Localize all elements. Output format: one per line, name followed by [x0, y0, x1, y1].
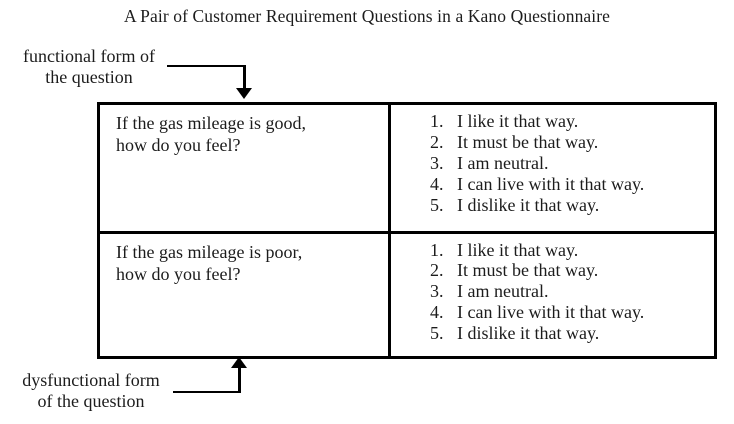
option-number: 1. [430, 111, 444, 131]
list-item: 1. I like it that way. [430, 240, 712, 261]
functional-options-cell: 1. I like it that way. 2. It must be that … [388, 105, 714, 231]
option-text: I am neutral. [457, 281, 549, 302]
option-number: 3. [430, 281, 444, 302]
option-text: I can live with it that way. [457, 173, 645, 194]
option-text: I like it that way. [457, 111, 579, 131]
list-item: 3. I am neutral. [430, 153, 712, 174]
list-item: 2. It must be that way. [430, 260, 712, 281]
arrow-down-icon [236, 88, 252, 99]
list-item: 3. I am neutral. [430, 281, 712, 302]
dysfunctional-form-label-line2: of the question [37, 391, 145, 411]
option-text: It must be that way. [457, 260, 599, 281]
option-text: I like it that way. [457, 239, 579, 260]
functional-question-cell: If the gas mileage is good, how do you f… [100, 105, 388, 231]
functional-connector-horizontal-line [167, 65, 246, 67]
option-number: 3. [430, 152, 444, 173]
figure-title: A Pair of Customer Requirement Questions… [123, 6, 611, 26]
option-number: 2. [430, 131, 444, 152]
dysfunctional-question-line2: how do you feel? [116, 263, 241, 284]
list-item: 1. I like it that way. [430, 111, 712, 132]
functional-question-line2: how do you feel? [116, 135, 241, 155]
dysfunctional-question-line1: If the gas mileage is poor, [116, 241, 303, 262]
list-item: 5. I dislike it that way. [430, 195, 712, 216]
dysfunctional-form-label: dysfunctional form of the question [8, 370, 174, 412]
dysfunctional-connector-vertical-line [238, 367, 241, 393]
option-number: 2. [430, 260, 444, 281]
option-number: 1. [430, 239, 444, 260]
list-item: 4. I can live with it that way. [430, 174, 712, 195]
option-number: 5. [430, 323, 444, 344]
option-number: 4. [430, 302, 444, 323]
option-number: 4. [430, 173, 444, 194]
list-item: 2. It must be that way. [430, 132, 712, 153]
option-text: I dislike it that way. [457, 323, 600, 344]
kano-question-table: If the gas mileage is good, how do you f… [97, 102, 717, 359]
list-item: 4. I can live with it that way. [430, 302, 712, 323]
list-item: 5. I dislike it that way. [430, 323, 712, 344]
option-number: 5. [430, 194, 444, 215]
dysfunctional-options-cell: 1. I like it that way. 2. It must be that … [388, 230, 714, 356]
dysfunctional-connector-horizontal-line [173, 391, 240, 393]
functional-form-label-line1: functional form of [23, 46, 155, 66]
functional-question-line1: If the gas mileage is good, [116, 113, 306, 133]
functional-form-label: functional form of the question [10, 46, 168, 88]
option-text: I can live with it that way. [457, 302, 645, 323]
option-text: It must be that way. [457, 131, 599, 152]
option-text: I dislike it that way. [457, 194, 600, 215]
functional-connector-vertical-line [243, 65, 246, 90]
functional-form-label-line2: the question [45, 67, 133, 87]
option-text: I am neutral. [457, 152, 549, 173]
arrow-up-icon [231, 357, 247, 368]
dysfunctional-question-cell: If the gas mileage is poor, how do you f… [100, 230, 388, 357]
dysfunctional-form-label-line1: dysfunctional form [22, 370, 160, 390]
